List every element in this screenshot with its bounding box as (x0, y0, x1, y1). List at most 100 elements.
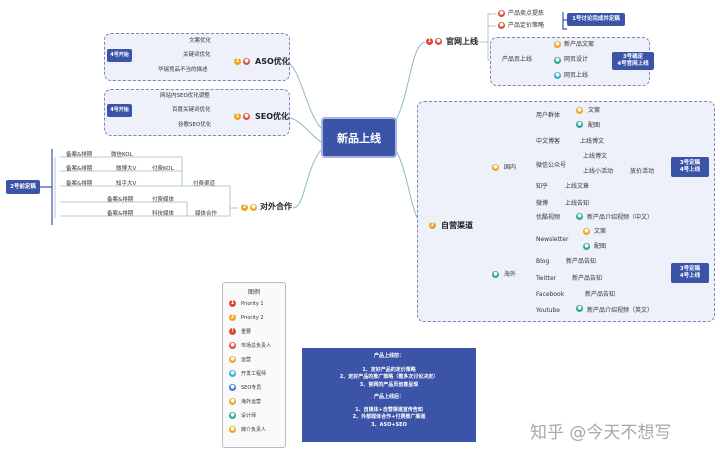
priority-2-icon: 2 (234, 113, 241, 120)
external-row-1-left: 备案&排期 (66, 152, 93, 158)
official-item-2: 产品定价策略 (508, 22, 545, 29)
external-row-3-left: 备案&排期 (66, 181, 93, 187)
legend-item: !重要 (229, 328, 251, 335)
dom-zhongwen-item: 上线博文 (580, 138, 605, 145)
ov-nl-item-1: 文案 (594, 228, 607, 235)
person-icon: ● (498, 22, 505, 29)
legend-item-label: 设计师 (241, 413, 257, 419)
priority-2-icon: 2 (429, 222, 436, 229)
person-icon: ● (243, 113, 250, 120)
legend-item-label: SEO专员 (241, 385, 262, 391)
priority-1-icon: 1 (229, 300, 236, 307)
external-row-4-left: 备案&排期 (107, 197, 134, 203)
central-node: 新品上线 (321, 117, 397, 158)
aso-item-3: 华瑞竞品不当的描述 (158, 67, 208, 73)
priority-2-icon: 2 (229, 314, 236, 321)
ov-youtube: Youtube (536, 307, 560, 314)
teal-icon: ● (583, 243, 590, 250)
owned-group (417, 101, 715, 322)
note-line: 3、官网的产品页创意呈现 (359, 381, 419, 388)
legend-item-label: Priority 1 (241, 300, 264, 307)
dom-wechat: 微信公众号 (536, 162, 567, 169)
seo-badge: 4号开始 (107, 104, 132, 117)
external-badge: 2号前定稿 (6, 180, 40, 194)
official-sub-badge: 3号确定 4号官网上线 (612, 52, 654, 70)
owned-label: 自营渠道 (441, 221, 473, 230)
dom-uc-item-1: 文案 (588, 107, 601, 114)
external-paid-kol: 付费KOL (152, 166, 174, 172)
official-sub-item-3: 网页上线 (564, 72, 589, 79)
legend-item: ●市场总负责人 (229, 342, 271, 349)
legend-item: ●开发工程师 (229, 370, 266, 377)
ov-facebook-item: 新产品告知 (585, 291, 616, 298)
dom-zhihu-item: 上线文章 (565, 183, 590, 190)
person-icon: ● (250, 204, 257, 211)
priority-2-icon: 2 (234, 58, 241, 65)
ov-newsletter: Newsletter (536, 236, 569, 243)
ov-twitter-item: 新产品告知 (572, 275, 603, 282)
legend-item: ●海外运营 (229, 398, 261, 405)
official-top-badge: 1号讨论完成并定稿 (567, 13, 625, 26)
marketing-lead-icon: ● (229, 342, 236, 349)
legend-item: ● 设计师 (229, 412, 256, 419)
external-row-1-mid: 微信KOL (111, 152, 133, 158)
seo-specialist-icon: ● (229, 384, 236, 391)
overseas-badge-text: 3号定稿 4号上线 (679, 266, 701, 279)
ov-youtube-item: 新产品介绍视频（英文） (587, 307, 654, 314)
ov-facebook: Facebook (536, 291, 565, 298)
dom-wechat-extra: 放价活动 (630, 168, 655, 175)
designer-icon: ● (229, 412, 236, 419)
external-row-2-mid: 微博大V (116, 166, 137, 172)
external-sub-paid: 付费渠道 (193, 181, 216, 187)
legend-item: ● 媒介负责人 (229, 426, 266, 433)
designer-icon: ● (554, 57, 561, 64)
orange-icon: ● (554, 41, 561, 48)
dom-zhihu: 知乎 (536, 183, 549, 190)
priority-2-icon: 2 (241, 204, 248, 211)
legend-item-label: 海外运营 (241, 399, 262, 405)
legend-item: ● SEO专员 (229, 384, 261, 391)
ov-blog-item: 新产品告知 (566, 258, 597, 265)
person-icon: ● (435, 38, 442, 45)
official-item-1: 产品卖点提炼 (508, 10, 545, 17)
domestic-badge: 3号定稿 4号上线 (671, 157, 709, 177)
ov-twitter: Twitter (536, 275, 557, 282)
orange-icon: ● (492, 164, 499, 171)
orange-icon: ● (576, 107, 583, 114)
owned-overseas: 海外 (504, 271, 517, 278)
ov-nl-item-2: 配图 (594, 243, 607, 250)
official-sub: 产品页上线 (502, 56, 533, 63)
legend-item: 1 Priority 1 (229, 300, 264, 307)
official-sub-badge-text: 3号确定 4号官网上线 (617, 54, 649, 67)
note-box: 产品上线前： 1、定好产品的定价策略 2、定好产品的推广策略（需多次讨论决定） … (302, 348, 476, 442)
dom-wechat-item-2: 上线小活动 (583, 168, 614, 175)
person-icon: ● (243, 58, 250, 65)
external-row-3-mid: 知乎大V (116, 181, 137, 187)
teal-icon: ● (576, 305, 583, 312)
priority-1-icon: 1 (426, 38, 433, 45)
operations-icon: ● (229, 356, 236, 363)
dom-wechat-item-1: 上线博文 (583, 153, 608, 160)
aso-label: ASO优化 (255, 57, 290, 66)
seo-label: SEO优化 (255, 112, 290, 121)
external-row-4-mid: 付费媒体 (152, 197, 175, 203)
seo-item-1: 网站内SEO优化调整 (160, 93, 210, 99)
dom-weibo-item: 上线告知 (565, 200, 590, 207)
note-line: 2、外部媒体合作+付费推广渠道 (352, 414, 426, 420)
dom-user-community: 用户群体 (536, 112, 561, 119)
legend-item-label: 媒介负责人 (241, 427, 267, 433)
note-line: 2、定好产品的推广策略（需多次讨论决定） (339, 374, 439, 380)
ov-blog: Blog (536, 258, 550, 265)
external-row-5-left: 备案&排期 (107, 211, 134, 217)
orange-icon: ● (583, 228, 590, 235)
media-lead-icon: ● (229, 426, 236, 433)
legend-item-label: 运营 (241, 357, 252, 363)
external-label: 对外合作 (260, 202, 292, 211)
seo-item-2: 百度关键词优化 (172, 107, 211, 113)
teal-icon: ● (576, 213, 583, 220)
note-title-1: 产品上线前： (373, 353, 404, 359)
legend-item-label: 开发工程师 (241, 371, 267, 377)
note-title-2: 产品上线后： (373, 394, 404, 400)
